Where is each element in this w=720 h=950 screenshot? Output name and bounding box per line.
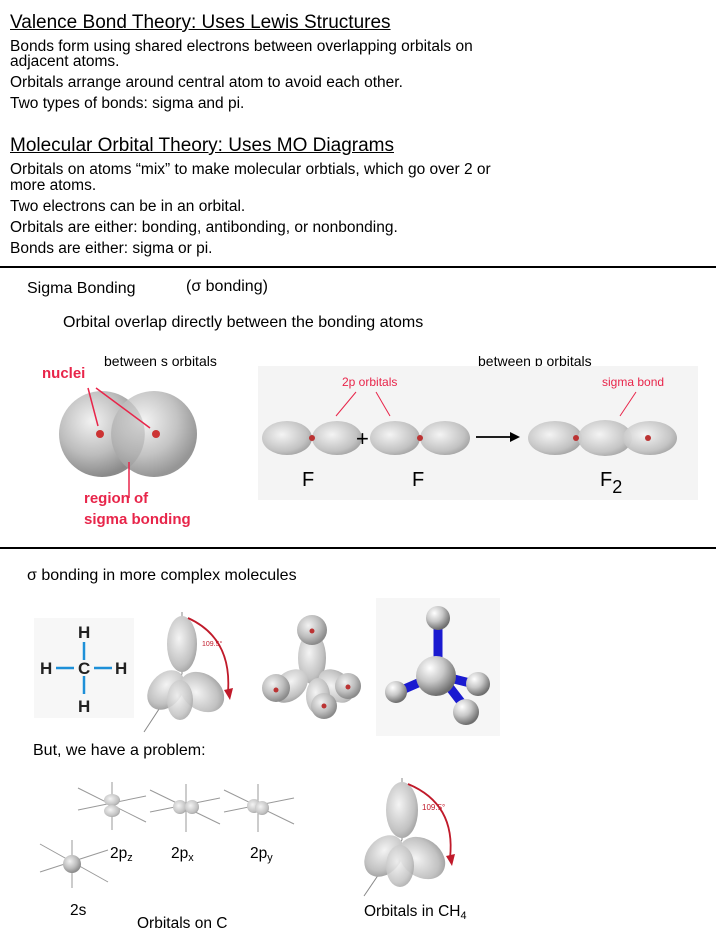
s-orbitals-caption: between s orbitals [104, 353, 217, 369]
divider-2 [0, 547, 716, 549]
mo-line-4: Orbitals are either: bonding, antibondin… [10, 219, 398, 236]
region-label-2: sigma bonding [84, 511, 191, 528]
p-orbitals-caption: between p orbitals [478, 353, 592, 369]
sigma-heading: Sigma Bonding [27, 280, 136, 297]
mo-line-3: Two electrons can be in an orbital. [10, 198, 246, 215]
mo-line-2: more atoms. [10, 177, 97, 194]
atom-label-f1: F [302, 469, 314, 491]
vb-title: Valence Bond Theory: Uses Lewis Structur… [10, 12, 391, 33]
divider-1 [0, 266, 716, 268]
mo-title: Molecular Orbital Theory: Uses MO Diagra… [10, 135, 394, 156]
orbital-2pz [77, 782, 147, 830]
reaction-arrow-icon [510, 432, 520, 442]
methane-ball-stick-model [376, 598, 500, 736]
orbitals-on-c-label: Orbitals on C [137, 915, 228, 932]
molecule-label-f2: F2 [600, 469, 622, 497]
vb-line-4: Two types of bonds: sigma and pi. [10, 95, 245, 112]
bond-angle-label: 109.5° [202, 640, 223, 648]
svg-text:H: H [115, 659, 127, 678]
orbital-2s [39, 840, 109, 888]
orbital-2px [149, 784, 221, 832]
sigma-heading-alt: (σ bonding) [186, 278, 268, 295]
s-orbital-overlap-figure: nuclei region of sigma bonding [42, 365, 197, 528]
problem-text: But, we have a problem: [33, 742, 206, 759]
2p-orbitals-label: 2p orbitals [342, 375, 397, 389]
vb-line-1: Bonds form using shared electrons betwee… [10, 38, 473, 55]
mo-line-1: Orbitals on atoms “mix” to make molecula… [10, 161, 491, 178]
orbitals-in-ch4-label: Orbitals in CH4 [364, 903, 467, 922]
label-2s: 2s [70, 902, 87, 919]
sp3-h-overlap-figure [262, 615, 361, 719]
region-label-1: region of [84, 490, 149, 507]
svg-text:H: H [78, 697, 90, 716]
atom-label-f2: F [412, 469, 424, 491]
ch4-hybrid-orbitals-figure: 109.5° [363, 778, 455, 897]
label-2pz: 2pz [110, 845, 133, 864]
sigma-subheading: Orbital overlap directly between the bon… [63, 314, 424, 331]
methane-lewis-structure: H H H H C [34, 618, 134, 718]
label-2py: 2py [250, 845, 273, 864]
vb-line-2: adjacent atoms. [10, 53, 120, 70]
svg-text:C: C [78, 659, 90, 678]
p-orbital-overlap-figure: + 2p orbitals sigma bond F F F2 [258, 366, 698, 500]
sp3-orbitals-figure: 109.5° [143, 612, 233, 733]
nuclei-label: nuclei [42, 365, 85, 382]
plus-sign: + [356, 426, 369, 451]
svg-text:H: H [40, 659, 52, 678]
bond-angle-label-2: 109.5° [422, 803, 445, 812]
orbital-2py [223, 784, 295, 832]
vb-line-3: Orbitals arrange around central atom to … [10, 74, 403, 91]
mo-line-5: Bonds are either: sigma or pi. [10, 240, 213, 257]
label-2px: 2px [171, 845, 194, 864]
sigma-bond-label: sigma bond [602, 375, 664, 389]
nucleus-right [152, 430, 160, 438]
complex-heading: σ bonding in more complex molecules [27, 567, 297, 584]
nucleus-left [96, 430, 104, 438]
carbon-atomic-orbitals-figure [39, 782, 295, 888]
svg-text:H: H [78, 623, 90, 642]
